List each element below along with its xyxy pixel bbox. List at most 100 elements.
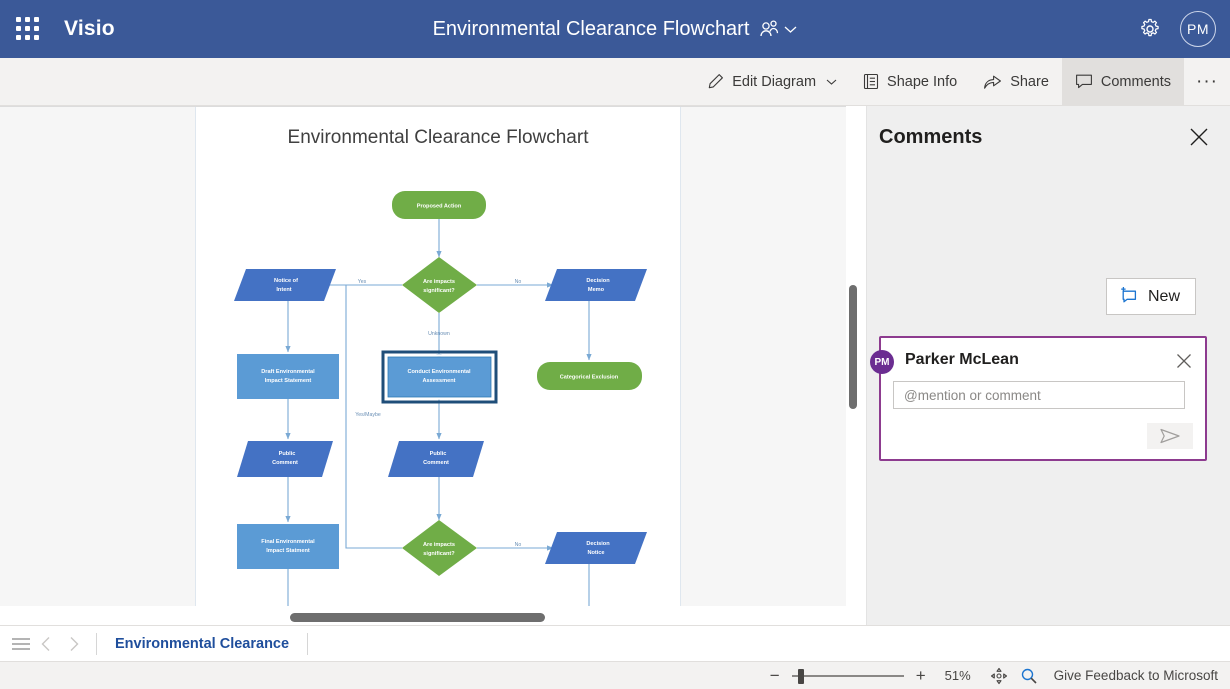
edit-diagram-label: Edit Diagram bbox=[732, 73, 817, 90]
avatar: PM bbox=[870, 350, 894, 374]
shape-info-icon bbox=[863, 73, 879, 90]
zoom-slider-thumb[interactable] bbox=[797, 668, 804, 684]
node-label-line2: significant? bbox=[423, 551, 455, 557]
comments-button[interactable]: Comments bbox=[1061, 57, 1184, 106]
node-conduct-environmental-assessment[interactable]: Conduct Environmental Assessment bbox=[381, 350, 498, 404]
canvas-area[interactable]: Environmental Clearance Flowchart bbox=[0, 106, 866, 625]
node-decision-notice[interactable]: Decision Notice bbox=[545, 532, 647, 564]
people-share-icon[interactable] bbox=[759, 19, 797, 39]
node-label-line1: Decision bbox=[586, 278, 610, 284]
previous-page-button[interactable] bbox=[32, 630, 60, 658]
comments-panel-header: Comments bbox=[867, 106, 1230, 168]
node-label-line1: Final Environmental bbox=[261, 539, 315, 545]
node-label-line2: Assessment bbox=[423, 378, 456, 384]
node-label-line1: Are impacts bbox=[423, 279, 455, 285]
comments-label: Comments bbox=[1100, 73, 1171, 90]
node-decision-are-impacts-significant-2[interactable]: Are impacts significant? bbox=[402, 520, 477, 576]
node-label-line2: significant? bbox=[423, 288, 455, 294]
node-label-line1: Are impacts bbox=[423, 542, 455, 548]
comments-panel: Comments New PM Parker McLean bbox=[866, 106, 1230, 625]
node-label-line1: Notice of bbox=[274, 278, 298, 284]
chevron-right-icon bbox=[70, 636, 79, 651]
comment-input[interactable] bbox=[893, 381, 1185, 409]
node-final-environmental-impact-statment[interactable]: Final Environmental Impact Statment bbox=[237, 524, 339, 569]
node-public-comment-mid[interactable]: Public Comment bbox=[388, 441, 484, 477]
chevron-left-icon bbox=[41, 636, 50, 651]
fit-to-window-icon[interactable] bbox=[984, 665, 1014, 687]
zoom-level-label: 51% bbox=[944, 668, 971, 683]
edit-diagram-button[interactable]: Edit Diagram bbox=[694, 58, 850, 106]
comment-author-name: Parker McLean bbox=[905, 351, 1019, 368]
status-bar: − + 51% Give Feedback to Microsoft bbox=[0, 662, 1230, 689]
zoom-in-button[interactable]: + bbox=[915, 665, 926, 685]
shape-info-button[interactable]: Shape Info bbox=[850, 58, 970, 106]
node-draft-environmental-impact-statement[interactable]: Draft Environmental Impact Statement bbox=[237, 354, 339, 399]
share-label: Share bbox=[1010, 73, 1049, 90]
hamburger-menu-icon[interactable] bbox=[10, 636, 32, 652]
brand-label[interactable]: Visio bbox=[64, 17, 115, 40]
top-navigation-bar: Visio Environmental Clearance Flowchart bbox=[0, 0, 1230, 58]
node-label-line1: Public bbox=[279, 451, 296, 457]
page-tab-environmental-clearance[interactable]: Environmental Clearance bbox=[115, 635, 290, 652]
more-options-button[interactable]: ··· bbox=[1196, 70, 1218, 92]
node-proposed-action[interactable]: Proposed Action bbox=[392, 191, 486, 219]
divider bbox=[307, 632, 309, 655]
node-label-line2: Impact Statement bbox=[265, 378, 312, 384]
new-comment-icon bbox=[1121, 287, 1137, 303]
comments-panel-title: Comments bbox=[879, 125, 983, 148]
edge-label-no-top: No bbox=[515, 279, 522, 285]
connectors bbox=[285, 219, 592, 606]
command-bar: Edit Diagram Shape Info Share bbox=[0, 57, 1230, 106]
node-label-line2: Impact Statment bbox=[266, 548, 310, 554]
node-label-line1: Conduct Environmental bbox=[407, 369, 471, 375]
diagram-page-title: Environmental Clearance Flowchart bbox=[287, 127, 589, 148]
divider bbox=[96, 632, 97, 655]
node-decision-memo[interactable]: Decision Memo bbox=[545, 269, 647, 301]
close-icon[interactable] bbox=[1188, 126, 1210, 148]
node-notice-of-intent[interactable]: Notice of Intent bbox=[234, 269, 336, 301]
node-label-line2: Comment bbox=[272, 460, 298, 466]
node-decision-are-impacts-significant-1[interactable]: Are impacts significant? bbox=[402, 257, 477, 313]
send-icon bbox=[1160, 428, 1180, 444]
diagram-page[interactable]: Environmental Clearance Flowchart bbox=[195, 107, 681, 606]
send-comment-button[interactable] bbox=[1147, 423, 1193, 449]
edge-label-yes-maybe: Yes/Maybe bbox=[355, 412, 381, 418]
new-comment-label: New bbox=[1147, 287, 1180, 305]
comment-composer-card[interactable]: PM Parker McLean bbox=[870, 336, 1207, 461]
gear-icon[interactable] bbox=[1138, 17, 1162, 41]
edge-label-unknown: Unknown bbox=[428, 331, 450, 337]
share-icon bbox=[984, 75, 1002, 89]
close-icon[interactable] bbox=[1175, 352, 1193, 370]
document-title[interactable]: Environmental Clearance Flowchart bbox=[432, 17, 750, 40]
vertical-scrollbar[interactable] bbox=[849, 285, 857, 409]
node-label: Categorical Exclusion bbox=[560, 375, 619, 381]
node-label-line2: Comment bbox=[423, 460, 449, 466]
edge-labels: Yes No Unknown Yes/Maybe No bbox=[355, 279, 521, 548]
edge-label-no-bottom: No bbox=[515, 542, 522, 548]
share-button[interactable]: Share bbox=[970, 58, 1062, 106]
page-tab-bar: Environmental Clearance bbox=[0, 625, 1230, 662]
node-label-line1: Decision bbox=[586, 541, 610, 547]
app-launcher-icon[interactable] bbox=[16, 17, 40, 41]
magnifier-icon[interactable] bbox=[1014, 665, 1044, 687]
zoom-out-button[interactable]: − bbox=[769, 665, 780, 685]
comment-icon bbox=[1075, 74, 1092, 89]
give-feedback-link[interactable]: Give Feedback to Microsoft bbox=[1053, 668, 1218, 683]
chevron-down-icon bbox=[826, 79, 837, 85]
document-title-container: Environmental Clearance Flowchart bbox=[0, 0, 1230, 58]
horizontal-scrollbar[interactable] bbox=[290, 613, 545, 622]
node-label-line1: Public bbox=[430, 451, 447, 457]
node-label-line1: Draft Environmental bbox=[261, 369, 315, 375]
zoom-slider[interactable] bbox=[791, 665, 904, 687]
node-public-comment-left[interactable]: Public Comment bbox=[237, 441, 333, 477]
avatar[interactable]: PM bbox=[1180, 11, 1216, 47]
new-comment-button[interactable]: New bbox=[1105, 278, 1196, 315]
node-label: Proposed Action bbox=[417, 204, 462, 210]
edge-label-yes: Yes bbox=[358, 279, 367, 285]
node-categorical-exclusion[interactable]: Categorical Exclusion bbox=[537, 362, 642, 390]
node-label-line2: Memo bbox=[588, 287, 605, 293]
next-page-button[interactable] bbox=[60, 630, 88, 658]
chevron-down-icon bbox=[784, 26, 797, 33]
flowchart-diagram[interactable]: Yes No Unknown Yes/Maybe No Proposed Act… bbox=[196, 107, 682, 606]
